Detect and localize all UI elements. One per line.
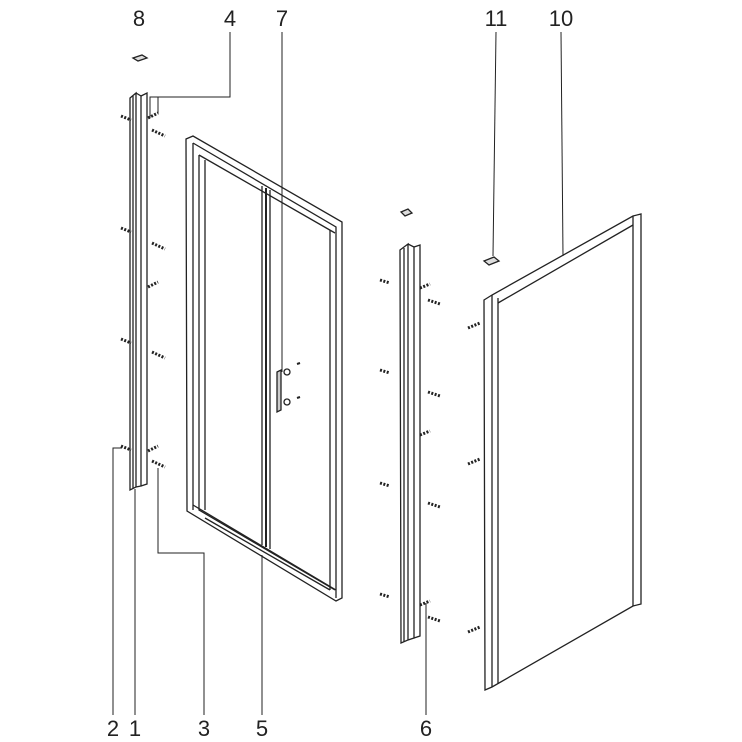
screws-right	[467, 321, 481, 634]
part-11-cap	[482, 256, 501, 266]
screws-left	[120, 111, 166, 469]
callout-6: 6	[419, 716, 433, 741]
callout-1: 1	[128, 716, 142, 741]
callout-11: 11	[484, 6, 508, 31]
callout-4: 4	[223, 6, 237, 31]
part-10-side-panel	[483, 213, 642, 691]
part-1-wall-profile	[129, 91, 148, 492]
callout-3: 3	[197, 716, 211, 741]
part-5-bifold-door	[185, 135, 343, 602]
part-8-cap	[131, 54, 149, 62]
callout-2: 2	[106, 716, 120, 741]
callout-5: 5	[255, 716, 269, 741]
callout-10: 10	[548, 6, 574, 31]
screws-middle	[379, 278, 441, 623]
leader-lines	[112, 31, 564, 715]
callout-8: 8	[132, 6, 146, 31]
callout-7: 7	[275, 6, 289, 31]
part-6-profile	[399, 208, 421, 644]
